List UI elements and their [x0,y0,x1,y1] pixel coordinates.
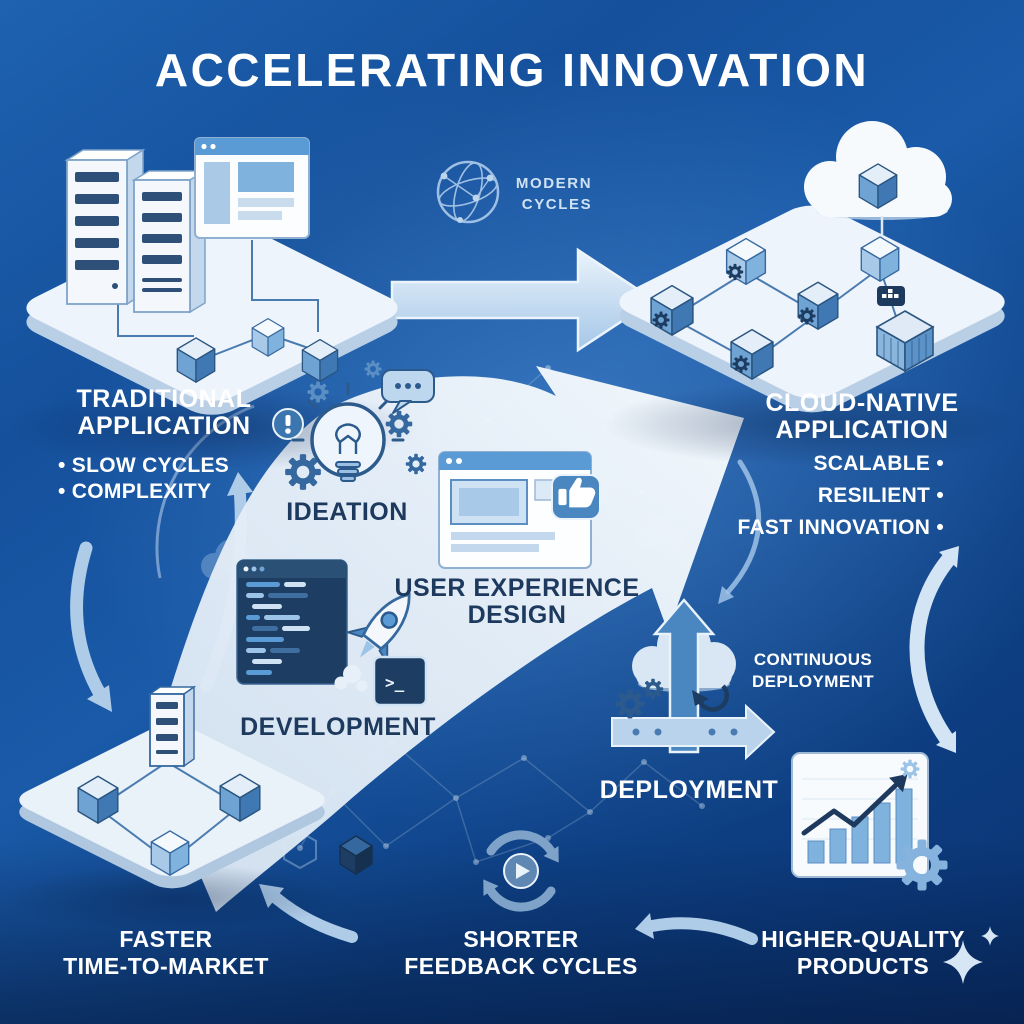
continuous-deployment-label: CONTINUOUS [753,650,873,669]
docker-whale-icon [877,286,905,306]
upload-arrow-icon [652,598,716,754]
market-platform-shadow [2,864,342,932]
stage-ux-label: DESIGN [467,601,567,629]
cloud-native-bullet: FAST INNOVATION [737,516,944,540]
cloud-native-title: CLOUD-NATIVE [765,389,959,417]
outcome-quality-label: HIGHER-QUALITY [761,926,965,952]
cloud-icon [804,121,952,220]
traditional-title: TRADITIONAL [76,385,252,413]
outcome-faster-label: FASTER [119,926,213,952]
arrow-traditional-to-cloud [390,247,657,353]
connector-lines-traditional [117,240,321,363]
thumbs-up-icon [551,474,601,520]
outcome-feedback-label: SHORTER [463,926,579,952]
legacy-browser-icon [194,137,310,239]
feedback-loop-icon [483,830,559,912]
modern-cycles-label: MODERN [515,175,593,192]
refresh-arrow-icon [692,684,729,712]
traditional-bullet: SLOW CYCLES [58,454,229,478]
lightbulb-icon [291,382,405,482]
cloud-native-bullet: RESILIENT [818,484,944,508]
arrow-quality-to-feedback [635,913,758,945]
market-platform [19,723,325,889]
container-box-icon [875,310,935,373]
network-globe-icon [436,160,500,224]
connector-lines-market [97,761,241,863]
outcome-faster-label: TIME-TO-MARKET [63,953,269,979]
stage-development-label: DEVELOPMENT [240,713,436,741]
rocket-smoke [334,665,368,692]
arrow-cloud-quality-double [909,546,959,753]
server-stack-icon [147,685,197,768]
modern-cycles-label: CYCLES [521,196,593,213]
outcome-quality-label: PRODUCTS [796,953,930,979]
server-rack-icon [131,169,208,314]
gear-icon [616,690,645,719]
cloud-native-bullet: SCALABLE [813,452,944,476]
speech-bubble-icon [381,369,435,414]
small-dark-cube [338,835,374,876]
arrow-traditional-down [70,541,112,712]
rocket-icon [344,592,411,667]
sparkle-icon [981,926,999,946]
continuous-deployment-label: DEPLOYMENT [751,672,875,691]
terminal-icon: >_ [372,655,428,707]
terminal-prompt: >_ [385,673,405,692]
code-editor-icon [236,559,348,685]
analytics-panel-icon [791,752,929,878]
gear-icon [305,379,331,405]
stage-ideation-label: IDEATION [286,498,408,526]
gear-icon [363,359,383,379]
pipeline-conveyor-icon [611,703,776,761]
server-rack-icon [64,148,146,306]
stage-ux-label: USER EXPERIENCE [394,574,640,602]
outcome-feedback-label: FEEDBACK CYCLES [404,953,638,979]
alert-icon [272,408,304,440]
traditional-bullet: COMPLEXITY [58,480,211,504]
cloud-native-title: APPLICATION [775,416,949,444]
stage-deployment-label: DEPLOYMENT [599,776,779,804]
main-title: ACCELERATING INNOVATION [154,44,870,96]
cloud-native-platform-shadow [604,382,1020,466]
connector-lines-cloud-native [671,267,906,363]
traditional-title: APPLICATION [77,412,251,440]
